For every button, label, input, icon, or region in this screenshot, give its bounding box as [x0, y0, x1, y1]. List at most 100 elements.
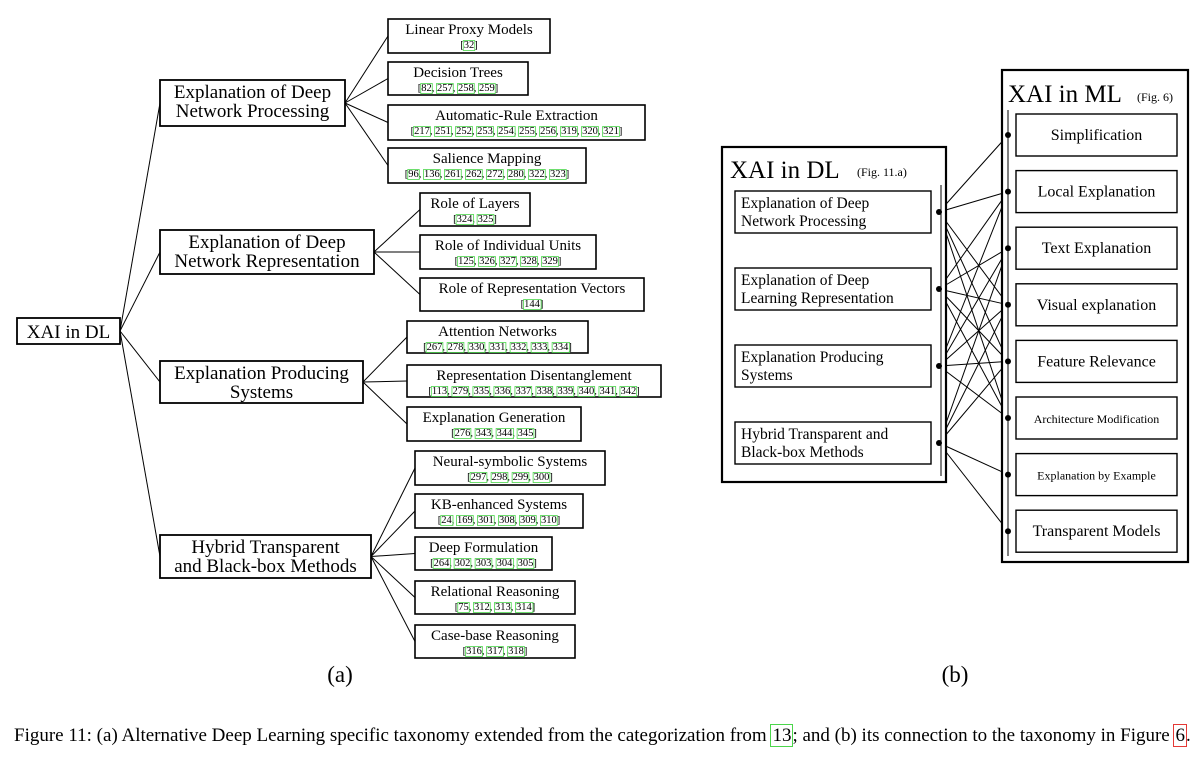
group-node [159, 229, 375, 275]
mapping-line [938, 134, 1009, 213]
dl-connector-dot [936, 440, 942, 446]
child-node-refs: [125, 326, 327, 328, 329] [455, 256, 562, 267]
ref-bracket: ] [568, 342, 572, 353]
ref-highlight-box [520, 256, 538, 267]
ref-number: 344 [497, 428, 514, 439]
child-node [406, 406, 582, 442]
ref-separator: , [512, 428, 517, 439]
figure-ref-link[interactable]: 6 [1173, 724, 1187, 747]
child-node-refs: [75, 312, 313, 314] [455, 602, 536, 613]
ref-bracket: [ [418, 83, 422, 94]
dl-item-box [734, 421, 932, 465]
root-to-group-line [119, 330, 161, 383]
mapping-line [938, 211, 1009, 419]
ref-highlight-box [469, 472, 488, 483]
ref-number: 217 [414, 126, 430, 137]
ref-separator: , [452, 515, 457, 526]
ml-connector-dot [1005, 415, 1011, 421]
ref-bracket: ] [524, 646, 528, 657]
ref-highlight-box [457, 83, 475, 94]
ref-number: 342 [620, 386, 636, 397]
mapping-line [938, 247, 1009, 367]
ref-highlight-box [560, 126, 578, 137]
ref-highlight-box [551, 342, 571, 353]
mapping-line [938, 360, 1009, 367]
ref-separator: , [503, 169, 508, 180]
group-to-child-line [344, 102, 389, 123]
dl-item-label-line: Network Processing [741, 213, 867, 230]
ml-item-label: Explanation by Example [1037, 469, 1156, 483]
ref-bracket: [ [451, 428, 455, 439]
ref-bracket: ] [495, 83, 499, 94]
child-node-title: Automatic-Rule Extraction [435, 108, 598, 124]
ref-separator: , [512, 558, 517, 569]
panel-a-label: (a) [327, 662, 353, 687]
dl-item-box [734, 190, 932, 234]
child-node [387, 18, 551, 54]
group-node-title-line: and Black-box Methods [174, 556, 357, 577]
dl-item-label-line: Explanation of Deep [741, 272, 870, 289]
group-node [159, 79, 346, 127]
ref-bracket: [ [467, 472, 471, 483]
child-node-title: Explanation Generation [423, 410, 566, 426]
dl-frame-fig-ref: (Fig. 11.a) [857, 165, 907, 179]
ref-highlight-box [540, 515, 558, 526]
ml-item-label: Transparent Models [1033, 523, 1161, 540]
ref-highlight-box [407, 169, 420, 180]
ref-highlight-box [549, 169, 567, 180]
ref-number: 318 [508, 646, 524, 657]
ref-highlight-box [476, 214, 495, 225]
ref-separator: , [489, 386, 494, 397]
child-node-title: Representation Disentanglement [436, 368, 632, 384]
ref-highlight-box [425, 342, 444, 353]
ref-number: 334 [553, 342, 570, 353]
ref-bracket: ] [549, 472, 553, 483]
mapping-line [938, 288, 1009, 362]
ref-separator: , [491, 558, 496, 569]
group-to-child-line [373, 209, 421, 253]
ref-highlight-box [507, 646, 525, 657]
mapping-line [938, 288, 1009, 306]
child-node-title: Relational Reasoning [431, 584, 560, 600]
group-to-child-line [370, 556, 416, 642]
child-node-refs: [324, 325] [453, 214, 497, 225]
child-node-title: Attention Networks [438, 324, 557, 340]
ref-separator: , [486, 472, 491, 483]
citation-link[interactable]: 13 [770, 724, 794, 747]
ref-highlight-box [602, 126, 620, 137]
ref-separator: , [531, 386, 536, 397]
ref-bracket: ] [532, 602, 536, 613]
tree-connectors [119, 35, 421, 642]
ref-number: 279 [452, 386, 468, 397]
child-node-title: Deep Formulation [429, 540, 539, 556]
ref-number: 330 [469, 342, 485, 353]
ref-number: 251 [435, 126, 451, 137]
dl-frame-title: XAI in DL [730, 157, 840, 184]
child-node-title: Salience Mapping [433, 151, 542, 167]
ref-separator: , [537, 256, 542, 267]
child-node [419, 277, 645, 312]
ref-number: 338 [536, 386, 552, 397]
mapping-line [938, 211, 1009, 362]
ref-number: 299 [513, 472, 529, 483]
ref-highlight-box [498, 515, 516, 526]
ref-separator: , [494, 515, 499, 526]
child-node-title: Neural-symbolic Systems [433, 454, 588, 470]
group-to-child-line [370, 556, 416, 598]
ref-highlight-box [556, 386, 575, 397]
group-to-child-line [373, 251, 421, 295]
mapping-line [938, 191, 1009, 290]
caption-text: . [1185, 725, 1191, 746]
child-node-title: Linear Proxy Models [405, 22, 533, 38]
ref-number: 261 [445, 169, 461, 180]
ref-separator: , [491, 428, 496, 439]
ref-number: 326 [479, 256, 495, 267]
child-node-title: Role of Individual Units [435, 238, 581, 254]
ml-item-box [1015, 452, 1178, 497]
ref-number: 339 [557, 386, 573, 397]
ml-frame-title: XAI in ML [1008, 81, 1122, 108]
ref-bracket: [ [430, 558, 434, 569]
ref-separator: , [493, 126, 498, 137]
ml-item-box [1015, 113, 1178, 157]
ref-separator: , [524, 169, 529, 180]
